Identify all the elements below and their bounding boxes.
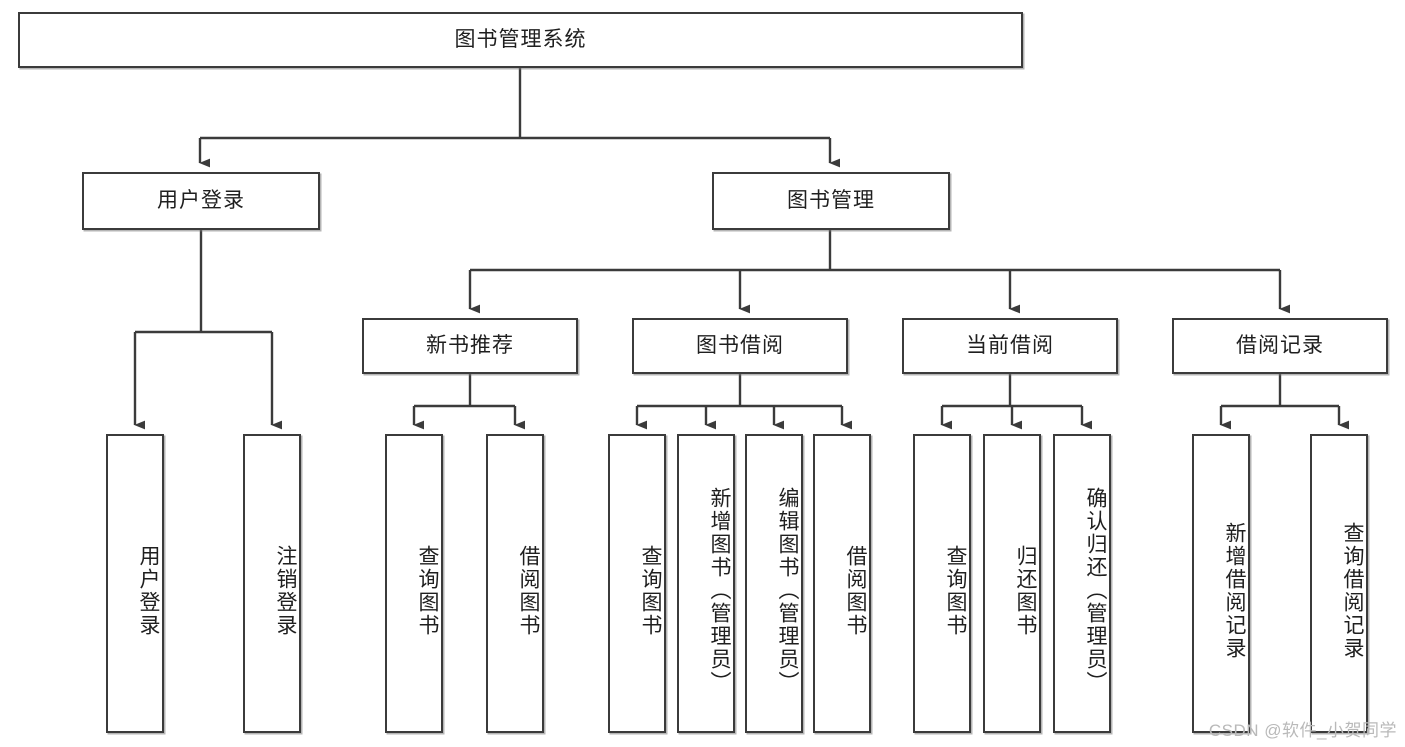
node-new-book-recommend[interactable]: 新书推荐 — [362, 318, 578, 374]
node-edit-book-admin-label: 编辑图书（管理员） — [776, 487, 799, 694]
node-add-book-admin-label: 新增图书（管理员） — [708, 487, 731, 694]
node-query-book-recommend[interactable]: 查询图书 — [385, 434, 443, 733]
node-logout-action-label: 注销登录 — [274, 544, 297, 637]
node-root[interactable]: 图书管理系统 — [18, 12, 1023, 68]
node-borrow-book-action[interactable]: 借阅图书 — [813, 434, 871, 733]
node-add-borrow-record[interactable]: 新增借阅记录 — [1192, 434, 1250, 733]
node-query-book-borrow[interactable]: 查询图书 — [608, 434, 666, 733]
node-borrow-book-recommend-label: 借阅图书 — [517, 544, 540, 637]
node-query-book-borrow-label: 查询图书 — [639, 544, 662, 637]
node-book-borrow-label: 图书借阅 — [696, 334, 784, 358]
node-add-book-admin[interactable]: 新增图书（管理员） — [677, 434, 735, 733]
node-new-book-recommend-label: 新书推荐 — [426, 334, 514, 358]
node-user-login[interactable]: 用户登录 — [82, 172, 320, 230]
node-book-management[interactable]: 图书管理 — [712, 172, 950, 230]
node-borrow-record-label: 借阅记录 — [1236, 334, 1324, 358]
node-query-book-current[interactable]: 查询图书 — [913, 434, 971, 733]
node-book-management-label: 图书管理 — [787, 189, 875, 213]
node-query-borrow-record-label: 查询借阅记录 — [1341, 521, 1364, 660]
csdn-watermark: CSDN @软件_小贺同学 — [1208, 721, 1397, 740]
node-confirm-return-admin[interactable]: 确认归还（管理员） — [1053, 434, 1111, 733]
node-return-book[interactable]: 归还图书 — [983, 434, 1041, 733]
node-root-label: 图书管理系统 — [454, 28, 587, 52]
node-borrow-book-recommend[interactable]: 借阅图书 — [486, 434, 544, 733]
node-book-borrow[interactable]: 图书借阅 — [632, 318, 848, 374]
node-current-borrow[interactable]: 当前借阅 — [902, 318, 1118, 374]
node-user-login-action[interactable]: 用户登录 — [106, 434, 164, 733]
node-query-book-current-label: 查询图书 — [944, 544, 967, 637]
node-return-book-label: 归还图书 — [1014, 544, 1037, 637]
node-user-login-label: 用户登录 — [157, 189, 245, 213]
node-user-login-action-label: 用户登录 — [137, 544, 160, 637]
node-edit-book-admin[interactable]: 编辑图书（管理员） — [745, 434, 803, 733]
node-query-book-recommend-label: 查询图书 — [416, 544, 439, 637]
node-borrow-record[interactable]: 借阅记录 — [1172, 318, 1388, 374]
node-confirm-return-admin-label: 确认归还（管理员） — [1084, 487, 1107, 694]
node-current-borrow-label: 当前借阅 — [966, 334, 1054, 358]
node-add-borrow-record-label: 新增借阅记录 — [1223, 521, 1246, 660]
node-query-borrow-record[interactable]: 查询借阅记录 — [1310, 434, 1368, 733]
node-logout-action[interactable]: 注销登录 — [243, 434, 301, 733]
node-borrow-book-action-label: 借阅图书 — [844, 544, 867, 637]
